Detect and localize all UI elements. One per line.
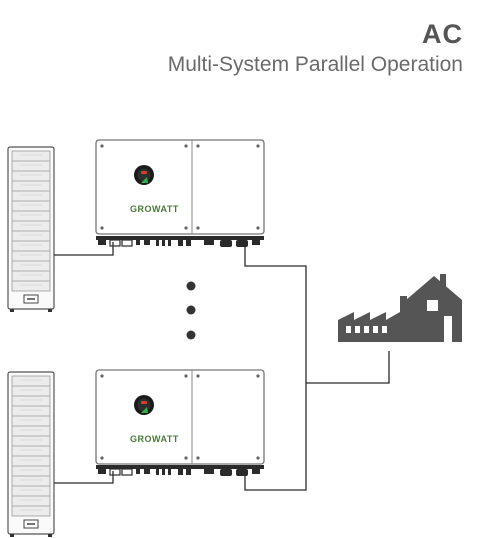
page-title: AC	[422, 19, 463, 49]
page-subtitle: Multi-System Parallel Operation	[167, 53, 463, 76]
vertical-ellipsis-icon	[186, 281, 196, 340]
title-block: AC Multi-System Parallel Operation	[168, 18, 463, 78]
inverter-brand: GROWATT	[130, 204, 179, 214]
inverter-connectors	[95, 464, 265, 477]
factory-windows	[346, 300, 452, 342]
dc-wiring	[54, 242, 114, 484]
battery-rack-icon	[7, 371, 55, 538]
inverter-unit: GROWATT	[95, 369, 265, 465]
inverter-brand: GROWATT	[130, 434, 179, 444]
inverter-connectors	[95, 235, 265, 248]
battery-rack-icon	[7, 146, 55, 313]
ac-wiring	[244, 243, 390, 491]
inverter-unit: GROWATT	[95, 139, 265, 235]
